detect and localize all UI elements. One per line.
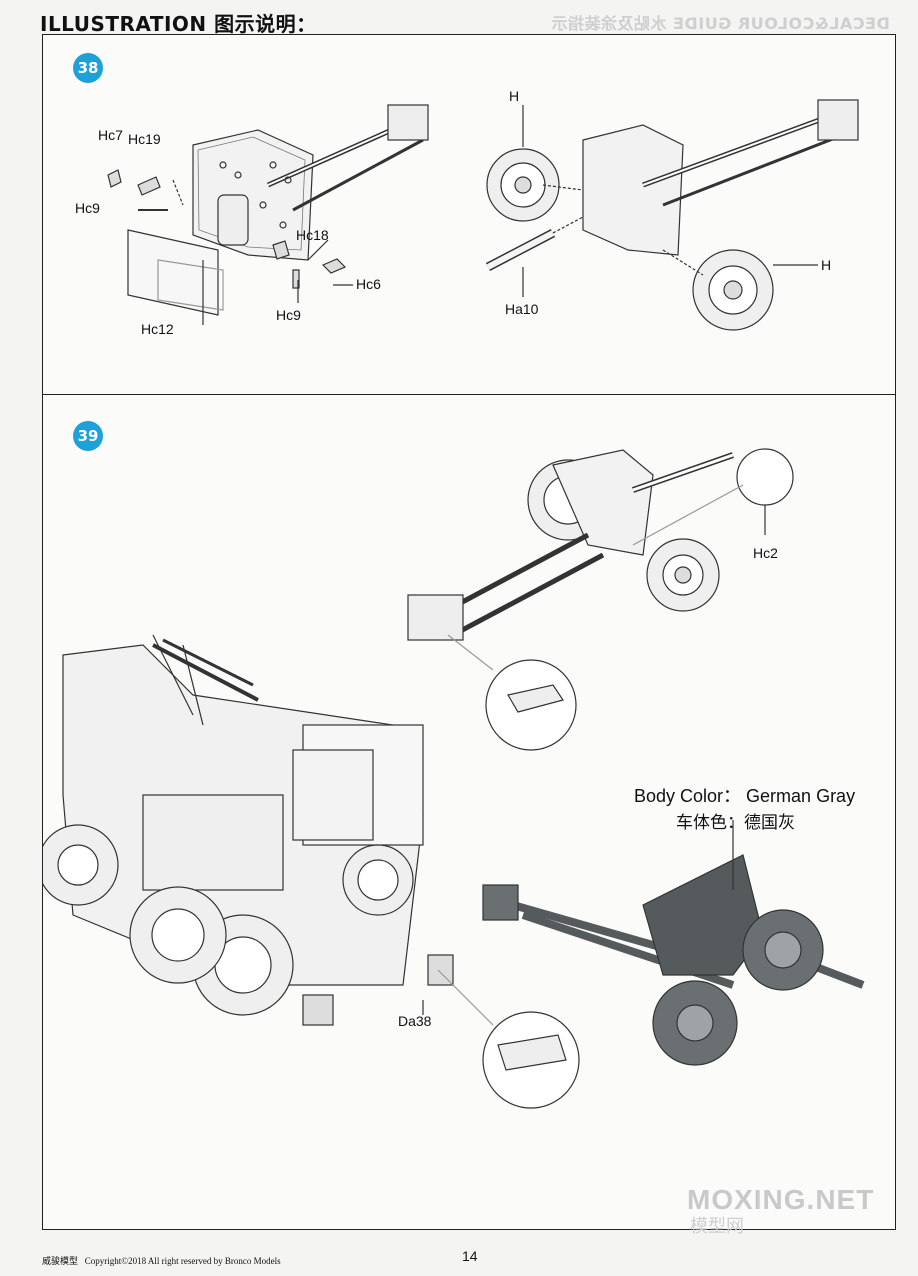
step-38-badge: 38 <box>73 53 103 83</box>
watermark-cn: 模型网 <box>690 1216 744 1237</box>
bleed-through-header: DECAL&COLOUR GUIDE 水贴及涂装指示 <box>551 14 890 33</box>
gun-shield-left <box>192 129 314 261</box>
part-label-hc2: Hc2 <box>753 545 778 561</box>
part-label-hc12: Hc12 <box>141 321 174 337</box>
part-label-hc9-left: Hc9 <box>75 200 100 216</box>
step-39-badge: 39 <box>73 421 103 451</box>
step-39-illustration <box>43 448 865 1109</box>
part-label-hc18: Hc18 <box>296 227 329 243</box>
part-label-hc19: Hc19 <box>128 131 161 147</box>
trail-spade <box>387 104 429 141</box>
watermark-text: MOXING.NET <box>687 1184 875 1215</box>
body-color-english: Body Color： German Gray <box>634 786 856 806</box>
page-title: ILLUSTRATION 图示说明： <box>40 12 317 36</box>
body-color-chinese: 车体色：德国灰 <box>676 813 795 833</box>
part-label-da38: Da38 <box>398 1013 432 1029</box>
part-label-ha10: Ha10 <box>505 301 539 317</box>
step-39-panel: 39 <box>42 394 896 1230</box>
hc12-plate <box>127 229 219 316</box>
step-38-panel: 38 <box>42 34 896 396</box>
part-label-hc9-bottom: Hc9 <box>276 307 301 323</box>
gun-shield-right <box>582 124 684 256</box>
footer-copyright-text: Copyright©2018 All right reserved by Bro… <box>84 1256 281 1266</box>
step-38-illustration <box>107 99 859 331</box>
footer-brand: 威骏模型 <box>42 1256 79 1266</box>
part-label-h-right: H <box>821 257 832 273</box>
hc2-detail-callout <box>736 448 794 506</box>
towed-gun-colored <box>482 854 865 1066</box>
part-label-h-top: H <box>509 88 520 104</box>
part-label-hc6: Hc6 <box>356 276 381 292</box>
footer-copyright: 威骏模型 Copyright©2018 All right reserved b… <box>42 1254 281 1267</box>
page-number: 14 <box>462 1248 478 1264</box>
part-label-hc7: Hc7 <box>98 127 123 143</box>
